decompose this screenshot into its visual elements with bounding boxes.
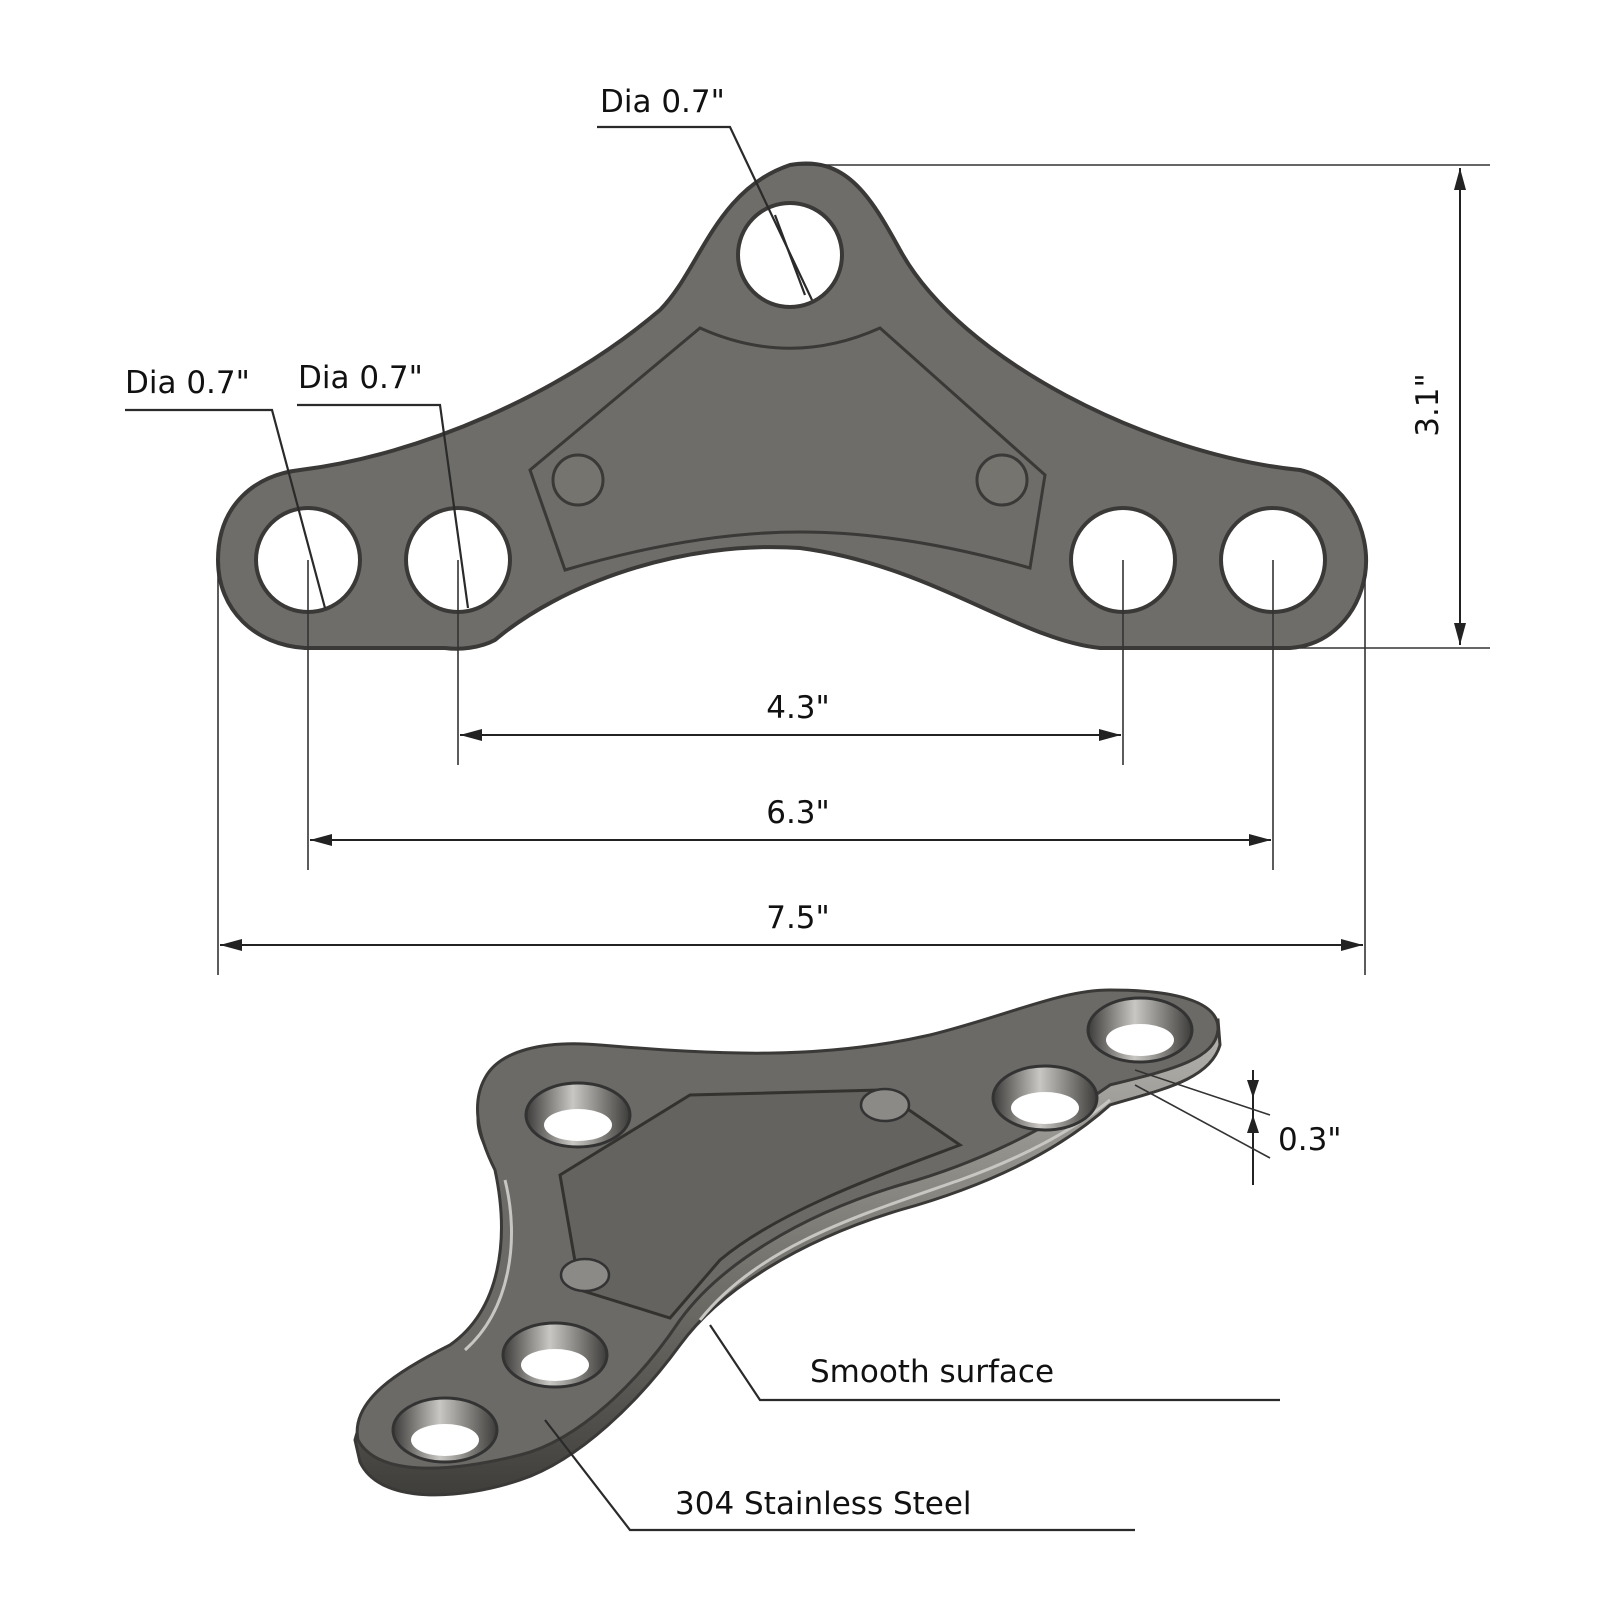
surface-callout: Smooth surface: [810, 1354, 1054, 1390]
bracket-plate-isometric: [355, 988, 1220, 1470]
surface-leader: [709, 1324, 1280, 1402]
iso-boss-1: [859, 1087, 911, 1123]
overall-width-label: 7.5": [766, 900, 830, 936]
height-label: 3.1": [1410, 373, 1446, 437]
boss-right: [975, 453, 1029, 507]
bracket-plate-top-view: [215, 161, 1369, 651]
thickness-label: 0.3": [1278, 1122, 1342, 1158]
top-view: [215, 161, 1369, 651]
dia-label-left-outer: Dia 0.7": [125, 365, 250, 401]
thickness-dimension: [1134, 1069, 1271, 1185]
inner-spacing-label: 4.3": [766, 690, 830, 726]
raised-pad-isometric: [558, 1088, 964, 1320]
dimension-lines: [125, 125, 1490, 975]
dia-label-top: Dia 0.7": [600, 84, 725, 120]
iso-boss-2: [559, 1257, 611, 1293]
iso-hole-2-bore: [1011, 1092, 1079, 1124]
outer-spacing-label: 6.3": [766, 795, 830, 831]
iso-hole-1-bore: [544, 1109, 612, 1141]
edge-highlight: [464, 1098, 1111, 1352]
raised-pad-outline: [528, 326, 1047, 572]
isometric-view: [353, 988, 1222, 1497]
boss-left: [551, 453, 605, 507]
material-leader: [544, 1419, 1135, 1532]
iso-hole-5-bore: [411, 1424, 479, 1456]
dia-label-left-inner: Dia 0.7": [298, 360, 423, 396]
iso-hole-3-bore: [1106, 1024, 1174, 1056]
material-callout: 304 Stainless Steel: [675, 1486, 972, 1522]
iso-hole-4-bore: [521, 1349, 589, 1381]
